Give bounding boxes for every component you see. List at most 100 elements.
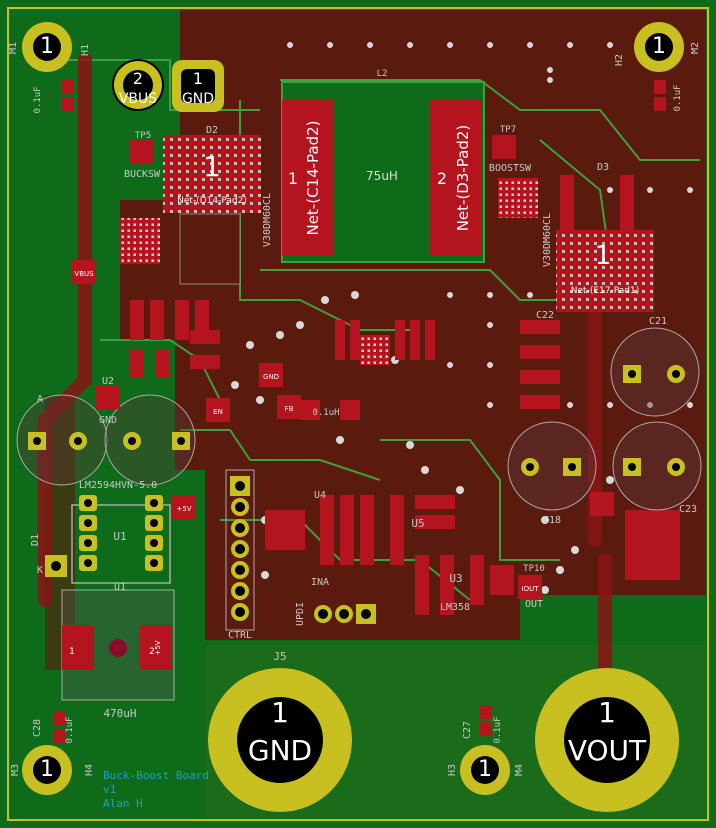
mount-hole-tl — [22, 22, 72, 72]
terminal-vbus[interactable] — [112, 59, 164, 111]
j5-ref: J5 — [273, 650, 286, 663]
labels: 1 1 1 1 2 VBUS 1 GND 1 GND J5 1 VOUT 75u… — [8, 34, 701, 810]
u1-label-bottom: U1 — [114, 582, 126, 593]
ctrl-header-pins[interactable] — [230, 476, 250, 621]
boostsw-label: BOOSTSW — [489, 163, 532, 174]
smd-pads — [130, 300, 680, 615]
updi-header-pins[interactable] — [314, 604, 376, 624]
cap-pads[interactable] — [28, 365, 685, 476]
ic-u1-body — [71, 504, 171, 584]
c18-label: C18 — [543, 515, 561, 526]
tp10-label: TP10 — [523, 564, 545, 574]
d3-number: 1 — [595, 241, 612, 271]
c22-label: C22 — [536, 310, 554, 321]
electrolytic-caps — [16, 327, 702, 511]
inductor-pad-1[interactable] — [282, 100, 334, 256]
m2-label: M2 — [690, 42, 701, 54]
c-tl-value: 0.1uF — [33, 86, 43, 113]
diode-d3-tab[interactable] — [560, 175, 574, 230]
gnd-tp2-label: GND — [263, 373, 279, 381]
diode-d3-tab2[interactable] — [620, 175, 634, 230]
title-line3: Alan H — [103, 797, 143, 810]
a-label: A — [37, 394, 43, 405]
inductor-pad2-net: Net-(D3-Pad2) — [454, 125, 472, 232]
vout-name: VOUT — [568, 734, 647, 767]
plus5v-label: +5V — [176, 505, 191, 513]
j5-name: GND — [248, 734, 312, 767]
diode-d2-body — [179, 213, 241, 285]
m1-label: M1 — [8, 42, 19, 54]
d2-number: 1 — [203, 150, 221, 183]
u1-label: U1 — [113, 530, 126, 543]
h4-label: H4 — [84, 764, 95, 776]
d2-part: V30DM60CL — [262, 193, 273, 247]
inductor-pad-2[interactable] — [430, 100, 482, 256]
h1-label: H1 — [80, 44, 91, 56]
inductor-pad1-number: 1 — [288, 169, 298, 188]
c27-label: C27 — [462, 721, 473, 739]
mount-hole-tr-number: 1 — [652, 34, 666, 59]
h3-label: H3 — [447, 764, 458, 776]
d3-ref: D3 — [597, 162, 609, 173]
inductor-pad1-net: Net-(C14-Pad2) — [304, 120, 322, 235]
bucksw-footprint[interactable] — [120, 218, 160, 264]
m3-label: M3 — [10, 764, 21, 776]
ina-label: INA — [311, 577, 329, 588]
tp5-label: TP5 — [135, 131, 151, 141]
terminal-vout[interactable] — [535, 668, 679, 812]
title-line1: Buck-Boost Board — [103, 769, 209, 782]
vbus-number: 2 — [133, 69, 143, 88]
mount-hole-br — [460, 745, 510, 795]
u2-label: U2 — [102, 376, 114, 387]
fb-label: FB — [285, 405, 294, 413]
d3-part: V30DM60CL — [542, 213, 553, 267]
inductor-470-pad2[interactable] — [140, 625, 172, 670]
r-value-label: 0.1uH — [312, 408, 339, 418]
ic-u2-footprint[interactable] — [360, 335, 390, 365]
board-outline — [7, 7, 709, 821]
inductor-value: 75uH — [366, 169, 398, 183]
diode-d3-pad[interactable] — [556, 230, 654, 312]
d2-ref: D2 — [206, 125, 218, 136]
vbus-name: VBUS — [119, 91, 157, 107]
diode-d2-pad[interactable] — [163, 135, 261, 213]
ic-u1-pins[interactable] — [79, 495, 163, 571]
copper-pour-left — [45, 395, 75, 670]
decoupling-caps — [54, 80, 666, 743]
inductor-ref: L2 — [377, 69, 388, 79]
c28-value: 0.1uF — [65, 716, 75, 743]
inductor-470-pad2-net: +5V — [154, 640, 162, 655]
inductor-470-value: 470uH — [103, 707, 136, 720]
k-label: K — [37, 565, 43, 576]
gnd-pad-name: GND — [182, 91, 214, 107]
title-line2: v1 — [103, 783, 116, 796]
updi-label: UPDI — [295, 602, 306, 626]
mount-hole-br-number: 1 — [478, 757, 492, 782]
testpoint-pads[interactable] — [72, 135, 614, 599]
vbus-tp-label: VBUS — [74, 270, 94, 278]
h2-label: H2 — [614, 54, 625, 66]
lm358-label: LM358 — [440, 602, 470, 613]
gnd-pad-number: 1 — [193, 69, 203, 88]
j5-number: 1 — [271, 696, 289, 729]
mount-hole-tr — [634, 22, 684, 72]
c27-value: 0.1uF — [493, 716, 503, 743]
inductor-470-pad2-num: 2 — [149, 647, 155, 657]
u4-label: U4 — [314, 490, 326, 501]
tp7-label: TP7 — [500, 125, 516, 135]
m4-label: M4 — [514, 764, 525, 776]
inductor-pad2-number: 2 — [437, 169, 447, 188]
inductor-470-pad1[interactable] — [62, 625, 94, 670]
boostsw-footprint[interactable] — [498, 178, 538, 218]
terminal-gnd-small[interactable] — [172, 60, 224, 112]
d2-net: Net-(D14-Pad2) — [177, 196, 247, 206]
c23-label: C23 — [679, 504, 697, 515]
d3-net: Net-(E17-Pad1) — [571, 286, 639, 296]
u3-label: U3 — [449, 572, 462, 585]
inductor-470-pad1-num: 1 — [69, 647, 75, 657]
c28-label: C28 — [32, 719, 43, 737]
u5-label: U5 — [411, 517, 424, 530]
terminal-gnd[interactable] — [208, 668, 352, 812]
lm2594-label: LM2594HVN-5.0 — [79, 480, 157, 491]
